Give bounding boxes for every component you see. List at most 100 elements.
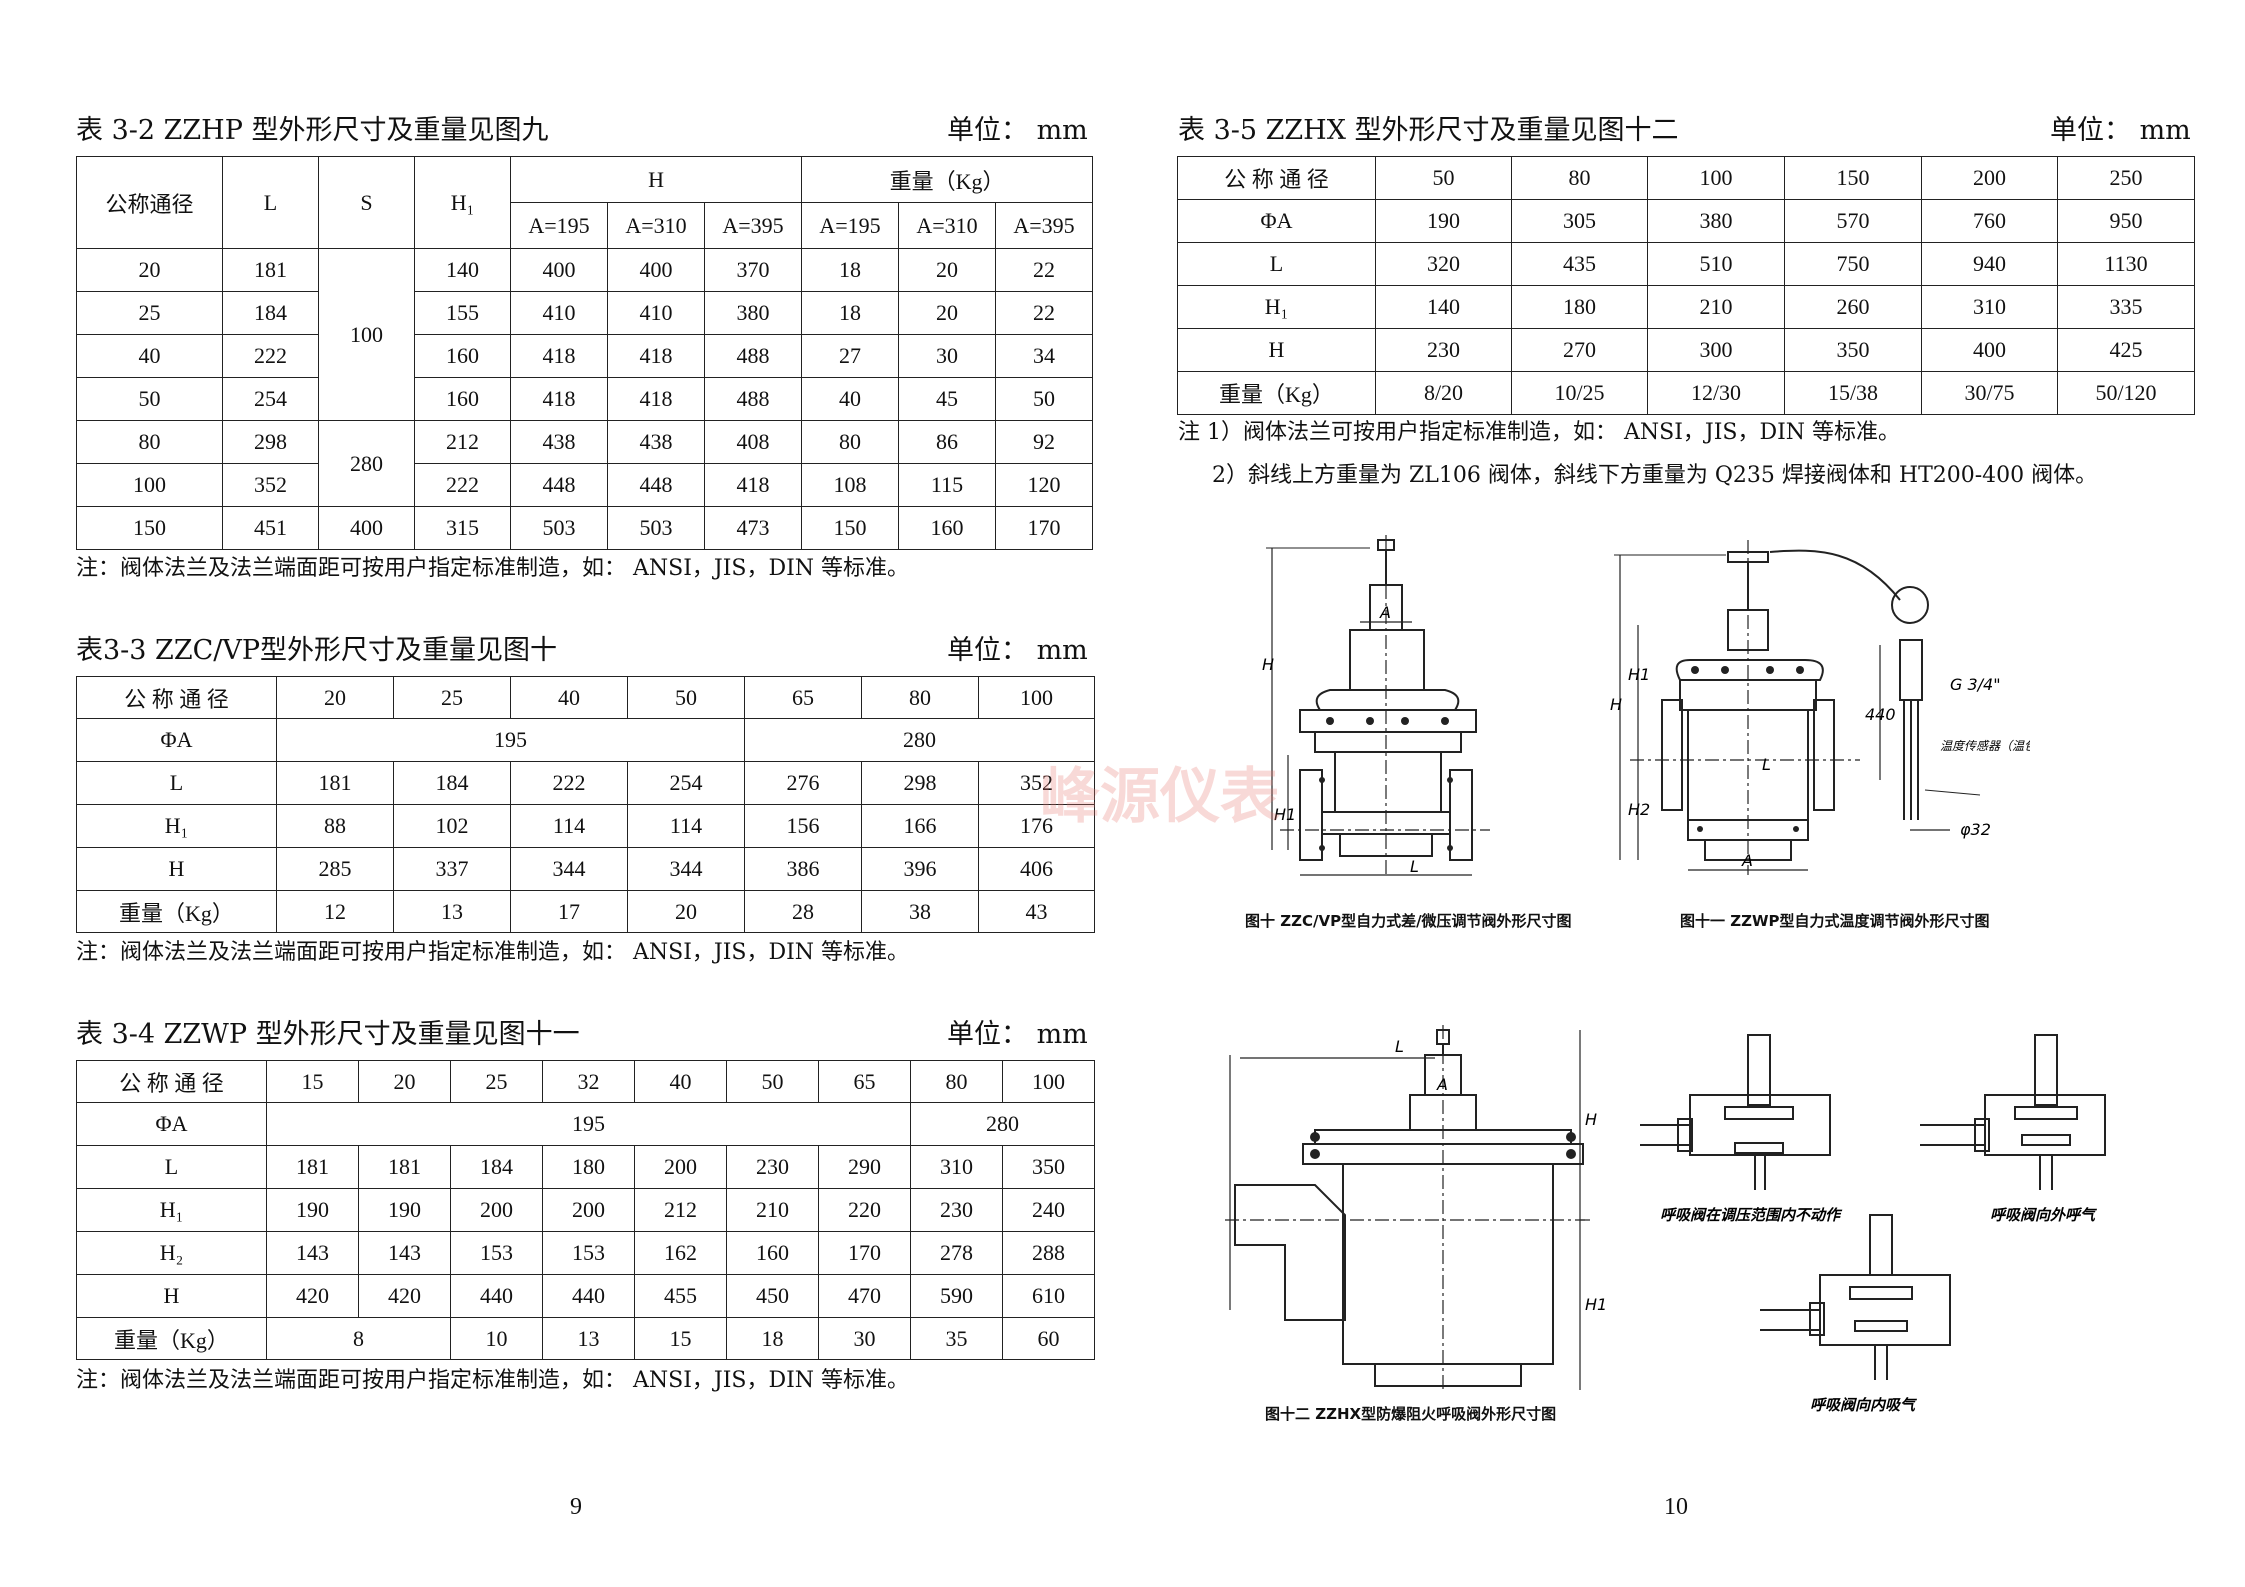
dim-440: 440 — [1865, 705, 1896, 724]
cell: 200 — [634, 1145, 727, 1189]
header-a195: A=195 — [510, 202, 608, 249]
table-row: H 230 270 300 350 400 425 — [1177, 328, 2195, 372]
table-3-2-unit: 单位： mm — [947, 115, 1088, 146]
cell: 305 — [1511, 199, 1648, 243]
cell: 260 — [1784, 285, 1922, 329]
cell: 270 — [1511, 328, 1648, 372]
table-row: 150 451 400 315 503 503 473 150 160 170 — [76, 506, 1094, 550]
table-row: 40 222 160 418 418 488 27 30 34 — [76, 334, 1094, 378]
cell: 210 — [1647, 285, 1785, 329]
dim-d32: φ32 — [1960, 820, 1991, 839]
cell: 400 — [510, 248, 608, 292]
cell: 50 — [627, 676, 745, 719]
table-row: H₁ 88 102 114 114 156 166 176 — [76, 804, 1095, 848]
cell: H₂ — [76, 1231, 267, 1275]
cell: 25 — [76, 291, 223, 335]
cell: 50 — [995, 377, 1094, 421]
cell: H — [1177, 328, 1376, 372]
cell: 86 — [898, 420, 997, 464]
cell: 278 — [910, 1231, 1003, 1275]
cell: 114 — [510, 804, 628, 848]
cell: 160 — [414, 377, 511, 421]
cell: 28 — [744, 890, 862, 933]
cell: 20 — [898, 291, 997, 335]
table-row: H 420 420 440 440 455 450 470 590 610 — [76, 1274, 1095, 1318]
table-3-4-unit: 单位： mm — [947, 1019, 1088, 1050]
cell: 13 — [393, 890, 511, 933]
dim-a: A — [1436, 1075, 1448, 1094]
table-row: ΦA 195 280 — [76, 1102, 1095, 1146]
cell: 10 — [450, 1317, 543, 1360]
cell: 190 — [1375, 199, 1512, 243]
figure-12-drawing: L A H H1 — [1225, 1025, 1605, 1390]
cell: 222 — [222, 334, 319, 378]
cell: 114 — [627, 804, 745, 848]
cell: 150 — [76, 506, 223, 550]
table-row: 重量（Kg） 12 13 17 20 28 38 43 — [76, 890, 1095, 933]
cell: 20 — [276, 676, 394, 719]
table-row: 公 称 通 径 50 80 100 150 200 250 — [1177, 156, 2195, 200]
cell: 195 — [276, 718, 745, 762]
cell: 100 — [1647, 156, 1785, 200]
cell: 300 — [1647, 328, 1785, 372]
dim-h: H — [1585, 1110, 1597, 1129]
cell: 420 — [266, 1274, 359, 1318]
cell: 50 — [726, 1060, 819, 1103]
cell: 100 — [1002, 1060, 1095, 1103]
cell: 20 — [76, 248, 223, 292]
header-weight: 重量（Kg） — [801, 156, 1094, 203]
cell: 590 — [910, 1274, 1003, 1318]
cell: 950 — [2057, 199, 2195, 243]
cell: 210 — [726, 1188, 819, 1232]
cell-s: 100 — [318, 248, 415, 421]
cell: 448 — [607, 463, 705, 507]
cell: 50 — [1375, 156, 1512, 200]
cell: 40 — [634, 1060, 727, 1103]
cell: 320 — [1375, 242, 1512, 286]
table-row: 50 254 160 418 418 488 40 45 50 — [76, 377, 1094, 421]
cell: 503 — [510, 506, 608, 550]
table-row: H 285 337 344 344 386 396 406 — [76, 847, 1095, 891]
cell: 88 — [276, 804, 394, 848]
cell: 190 — [358, 1188, 451, 1232]
cell: 380 — [1647, 199, 1785, 243]
cell: 176 — [978, 804, 1095, 848]
cell: 352 — [222, 463, 319, 507]
table-3-5-note-1: 注 1）阀体法兰可按用户指定标准制造，如： ANSI，JIS，DIN 等标准。 — [1178, 420, 1901, 445]
cell: 418 — [607, 377, 705, 421]
cell: 34 — [995, 334, 1094, 378]
cell: 重量（Kg） — [76, 1317, 267, 1360]
cell: 50/120 — [2057, 371, 2195, 415]
dim-l: L — [1410, 857, 1419, 876]
cell: 45 — [898, 377, 997, 421]
cell: 50 — [76, 377, 223, 421]
cell: 43 — [978, 890, 1095, 933]
header-a310: A=310 — [898, 202, 997, 249]
cell: 250 — [2057, 156, 2195, 200]
cell: 80 — [801, 420, 900, 464]
cell: 195 — [266, 1102, 911, 1146]
cell: 181 — [222, 248, 319, 292]
cell: 184 — [450, 1145, 543, 1189]
header-h1: H₁ — [414, 156, 511, 249]
cell: 473 — [703, 506, 803, 550]
cell: 115 — [898, 463, 997, 507]
table-row: H₂ 143 143 153 153 162 160 170 278 288 — [76, 1231, 1095, 1275]
cell: 10/25 — [1511, 371, 1648, 415]
cell: 760 — [1921, 199, 2058, 243]
cell: L — [76, 1145, 267, 1189]
dim-h1: H1 — [1274, 805, 1296, 824]
cell: 120 — [995, 463, 1094, 507]
table-row: ΦA 195 280 — [76, 718, 1095, 762]
table-3-5-note-2: 2）斜线上方重量为 ZL106 阀体，斜线下方重量为 Q235 焊接阀体和 HT… — [1212, 463, 2098, 488]
cell: 35 — [910, 1317, 1003, 1360]
probe-label: 温度传感器（温包） — [1940, 739, 2030, 753]
table-3-3-note: 注：阀体法兰及法兰端面距可按用户指定标准制造，如： ANSI，JIS，DIN 等… — [76, 940, 910, 965]
cell: 8/20 — [1375, 371, 1512, 415]
cell: 153 — [450, 1231, 543, 1275]
table-row: 公 称 通 径 15 20 25 32 40 50 65 80 100 — [76, 1060, 1095, 1103]
cell: 18 — [801, 248, 900, 292]
cell: 30 — [818, 1317, 911, 1360]
cell: ΦA — [1177, 199, 1376, 243]
cell: 12 — [276, 890, 394, 933]
